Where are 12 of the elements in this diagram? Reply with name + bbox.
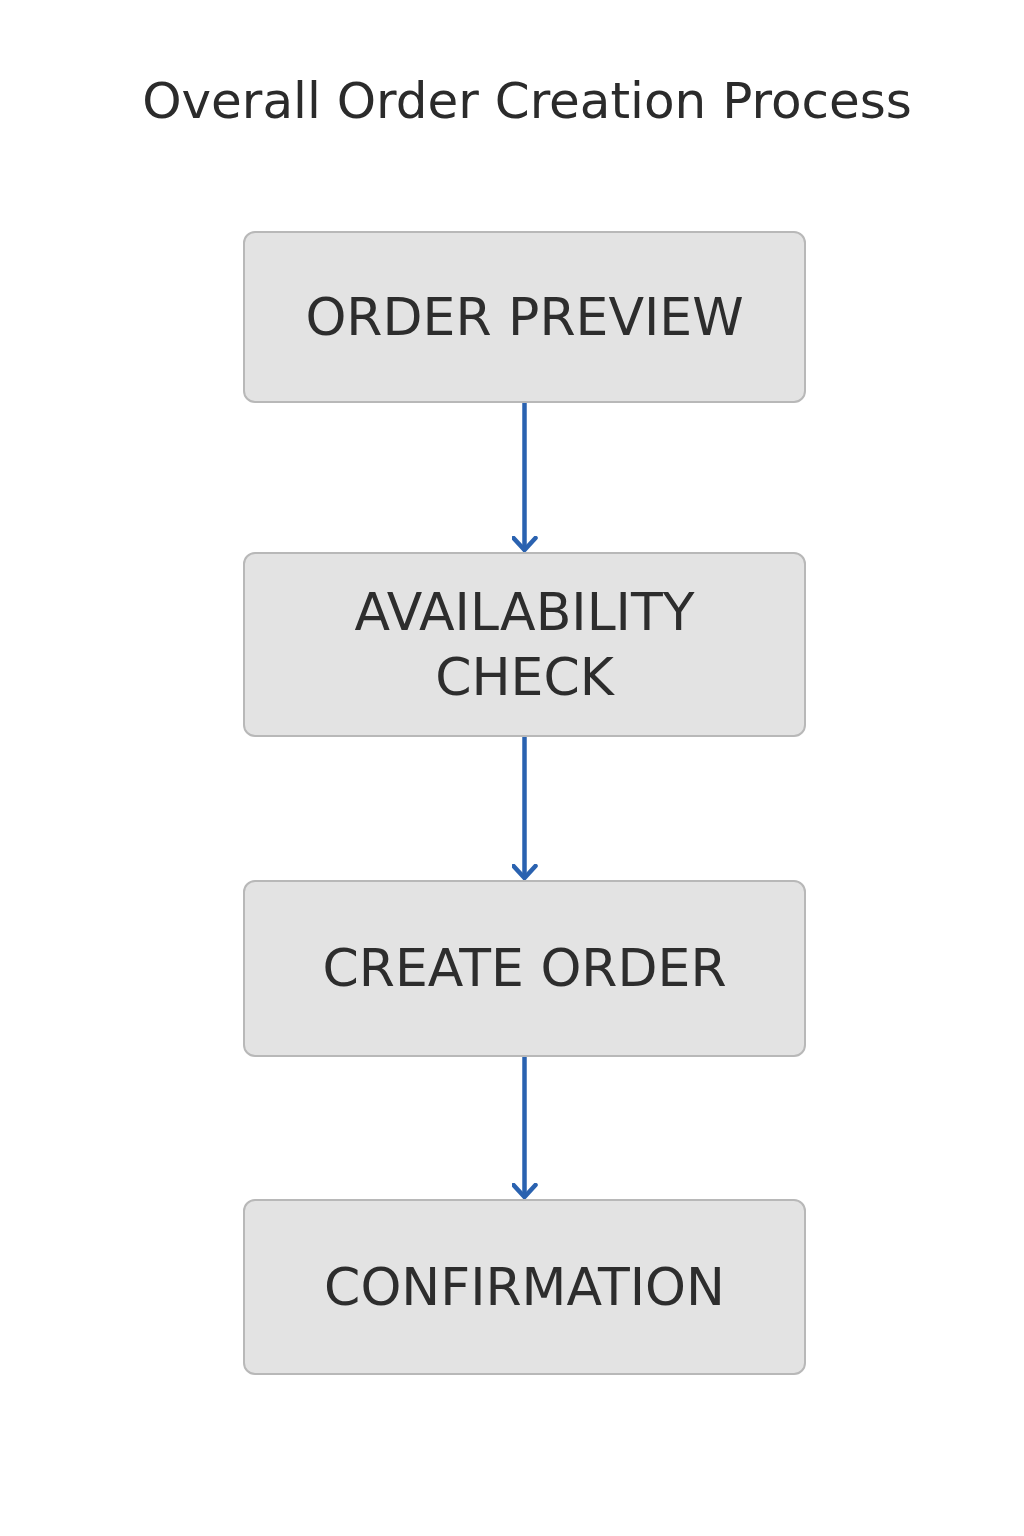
step-label: AVAILABILITY CHECK bbox=[353, 580, 696, 709]
arrow bbox=[511, 1057, 538, 1200]
process-box bbox=[243, 552, 806, 737]
step-label: CONFIRMATION bbox=[324, 1255, 725, 1319]
step-label: ORDER PREVIEW bbox=[305, 285, 744, 349]
arrow bbox=[511, 737, 538, 881]
process-box bbox=[243, 880, 806, 1057]
process-box bbox=[243, 231, 806, 403]
diagram-title: Overall Order Creation Process bbox=[141, 72, 913, 130]
arrow bbox=[511, 403, 538, 553]
process-box bbox=[243, 1199, 806, 1375]
step-label: CREATE ORDER bbox=[322, 937, 727, 1000]
